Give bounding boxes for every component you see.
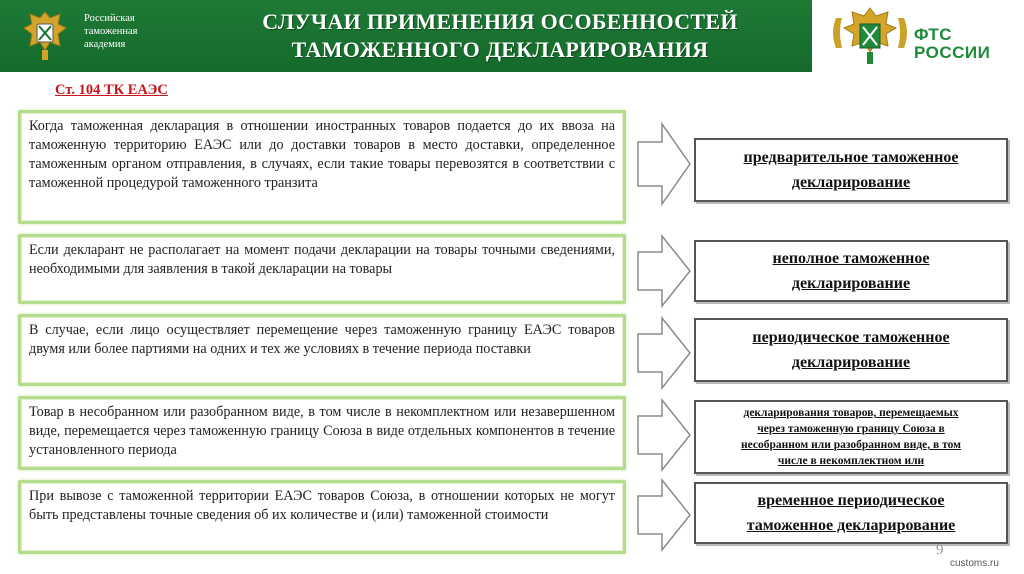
result-text-line: через таможенную границу Союза в xyxy=(757,423,945,435)
case-text: При вывозе с таможенной территории ЕАЭС … xyxy=(29,488,615,523)
result-text-line: предварительное таможенное xyxy=(743,149,959,166)
result-text-line: числе в некомплектном или xyxy=(777,455,925,467)
result-text-line: декларирования товаров, перемещаемых xyxy=(743,407,959,419)
result-box-disassembled: декларирования товаров, перемещаемых чер… xyxy=(694,400,1008,474)
result-text-line: декларирование xyxy=(791,354,911,371)
result-text: периодическое таможенное декларирование xyxy=(752,325,949,375)
arrow-right-icon xyxy=(637,478,691,552)
slide-title-line: СЛУЧАИ ПРИМЕНЕНИЯ ОСОБЕННОСТЕЙ xyxy=(262,9,738,34)
result-box-periodic: периодическое таможенное декларирование xyxy=(694,318,1008,382)
slide-title-line: ТАМОЖЕННОГО ДЕКЛАРИРОВАНИЯ xyxy=(291,37,709,62)
page-number: 9 xyxy=(936,542,944,558)
case-text: Товар в несобранном или разобранном виде… xyxy=(29,404,615,458)
fts-emblem-icon xyxy=(833,7,907,64)
result-box-preliminary: предварительное таможенное декларировани… xyxy=(694,138,1008,202)
academy-name: Российская таможенная академия xyxy=(84,12,194,51)
result-text-line: декларирование xyxy=(791,174,911,191)
result-text-line: периодическое таможенное xyxy=(752,329,950,346)
case-text: В случае, если лицо осуществляет перемещ… xyxy=(29,322,615,357)
academy-name-line: академия xyxy=(84,39,126,50)
arrow-right-icon xyxy=(637,398,691,472)
result-text: декларирования товаров, перемещаемых чер… xyxy=(741,405,961,469)
case-text: Когда таможенная декларация в отношении … xyxy=(29,118,615,191)
academy-emblem-icon xyxy=(23,11,67,60)
result-box-temporary-periodic: временное периодическое таможенное декла… xyxy=(694,482,1008,544)
fts-logo-line: ФТС xyxy=(914,25,953,44)
result-text-line: таможенное декларирование xyxy=(746,517,956,534)
article-reference: Ст. 104 ТК ЕАЭС xyxy=(55,82,168,98)
arrow-right-icon xyxy=(637,316,691,390)
arrow-right-icon xyxy=(637,122,691,206)
header-bar: Российская таможенная академия СЛУЧАИ ПР… xyxy=(0,0,812,72)
result-text-line: декларирование xyxy=(791,275,911,292)
fts-logo-line: РОССИИ xyxy=(914,43,991,62)
academy-name-line: таможенная xyxy=(84,26,138,37)
fts-logo-text: ФТС РОССИИ xyxy=(914,26,1014,62)
case-box-disassembled: Товар в несобранном или разобранном виде… xyxy=(18,396,626,470)
arrow-right-icon xyxy=(637,234,691,308)
case-box-temporary-periodic: При вывозе с таможенной территории ЕАЭС … xyxy=(18,480,626,554)
slide-title: СЛУЧАИ ПРИМЕНЕНИЯ ОСОБЕННОСТЕЙ ТАМОЖЕННО… xyxy=(200,8,800,64)
result-text-line: несобранном или разобранном виде, в том xyxy=(741,439,961,451)
result-text: неполное таможенное декларирование xyxy=(773,246,930,296)
result-text-line: неполное таможенное xyxy=(772,250,930,267)
case-box-incomplete: Если декларант не располагает на момент … xyxy=(18,234,626,304)
footer-site-link[interactable]: customs.ru xyxy=(950,558,999,569)
result-text-line: временное периодическое xyxy=(757,492,945,509)
academy-name-line: Российская xyxy=(84,13,135,24)
result-box-incomplete: неполное таможенное декларирование xyxy=(694,240,1008,302)
case-box-preliminary: Когда таможенная декларация в отношении … xyxy=(18,110,626,224)
case-box-periodic: В случае, если лицо осуществляет перемещ… xyxy=(18,314,626,386)
result-text: предварительное таможенное декларировани… xyxy=(744,145,959,195)
result-text: временное периодическое таможенное декла… xyxy=(747,488,956,538)
case-text: Если декларант не располагает на момент … xyxy=(29,242,615,277)
